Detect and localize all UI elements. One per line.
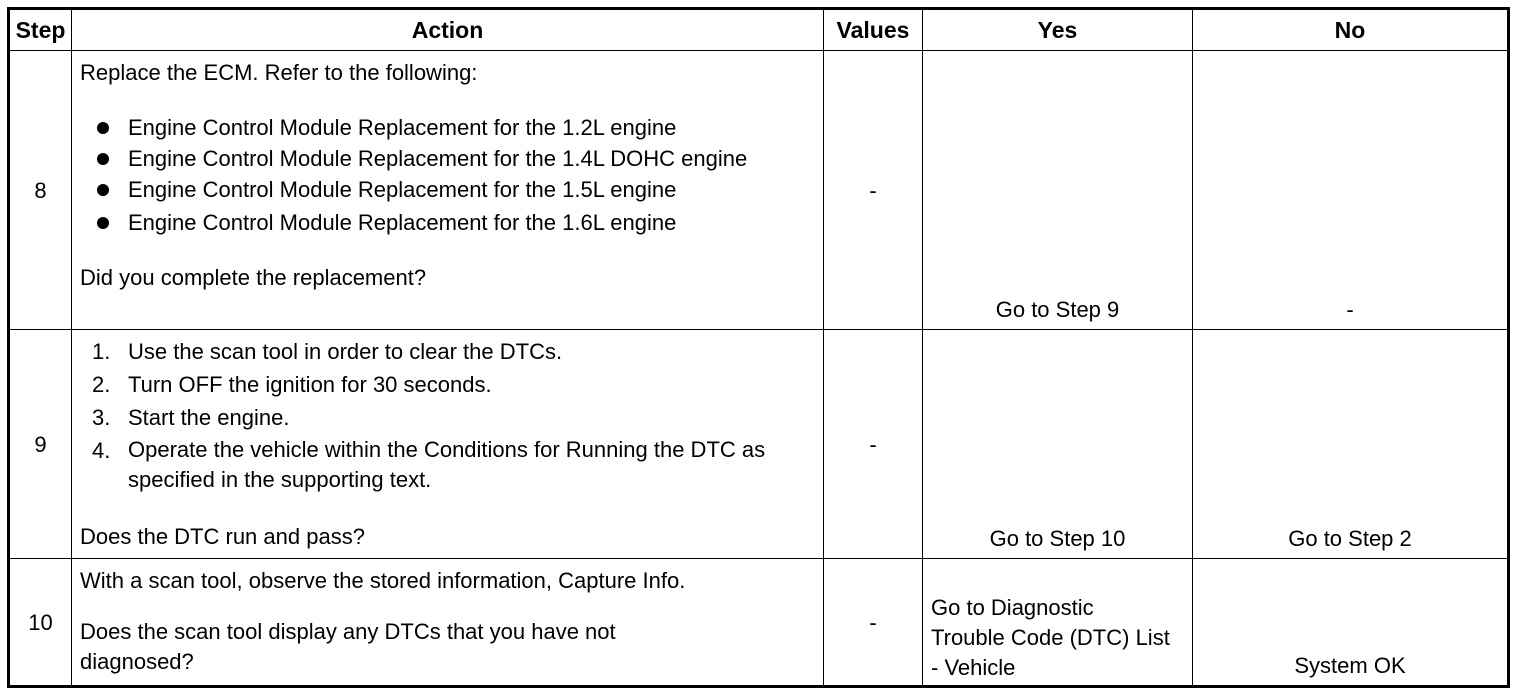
values-cell: - <box>823 50 923 330</box>
bullet-icon <box>97 217 109 229</box>
action-question: Does the DTC run and pass? <box>80 524 365 549</box>
step-number: 8 <box>8 50 72 330</box>
diagnostic-table: Step Action Values Yes No 8 Replace the … <box>7 7 1510 688</box>
action-intro: Replace the ECM. Refer to the following: <box>80 60 478 85</box>
step-number: 9 <box>8 329 72 559</box>
list-item-text: Engine Control Module Replacement for th… <box>128 146 748 171</box>
action-intro: With a scan tool, observe the stored inf… <box>80 568 686 593</box>
yes-text: Go to Diagnostic Trouble Code (DTC) List… <box>931 595 1170 680</box>
header-action: Action <box>71 8 824 51</box>
list-item-number: 4. <box>92 438 111 463</box>
action-cell: Replace the ECM. Refer to the following:… <box>71 50 824 330</box>
table-row: 10 With a scan tool, observe the stored … <box>8 558 1509 687</box>
step-number: 10 <box>8 558 72 687</box>
action-question: Does the scan tool display any DTCs that… <box>80 619 616 674</box>
list-item-text: Engine Control Module Replacement for th… <box>128 115 677 140</box>
numbered-list: 1. Use the scan tool in order to clear th… <box>80 336 815 495</box>
list-item-text: Engine Control Module Replacement for th… <box>128 177 677 202</box>
yes-cell: Go to Step 9 <box>922 50 1193 330</box>
table-row: 9 1. Use the scan tool in order to clear … <box>8 329 1509 559</box>
list-item: Engine Control Module Replacement for th… <box>80 112 815 143</box>
list-item: 2. Turn OFF the ignition for 30 seconds. <box>80 369 815 400</box>
bullet-list: Engine Control Module Replacement for th… <box>80 112 815 238</box>
list-item-text: Start the engine. <box>128 405 290 430</box>
list-item-number: 1. <box>92 339 111 364</box>
action-cell: With a scan tool, observe the stored inf… <box>71 558 824 687</box>
header-row: Step Action Values Yes No <box>8 8 1509 51</box>
header-values: Values <box>823 8 923 51</box>
yes-cell: Go to Step 10 <box>922 329 1193 559</box>
no-cell: - <box>1192 50 1509 330</box>
no-cell: Go to Step 2 <box>1192 329 1509 559</box>
bullet-icon <box>97 153 109 165</box>
yes-cell: Go to Diagnostic Trouble Code (DTC) List… <box>922 558 1193 687</box>
no-cell: System OK <box>1192 558 1509 687</box>
list-item: 4. Operate the vehicle within the Conditi… <box>80 435 815 495</box>
values-cell: - <box>823 329 923 559</box>
list-item: Engine Control Module Replacement for th… <box>80 174 815 205</box>
list-item-text: Turn OFF the ignition for 30 seconds. <box>128 372 492 397</box>
action-cell: 1. Use the scan tool in order to clear th… <box>71 329 824 559</box>
list-item-text: Operate the vehicle within the Condition… <box>128 437 766 492</box>
list-item-number: 2. <box>92 372 111 397</box>
action-question: Did you complete the replacement? <box>80 265 427 290</box>
table-row: 8 Replace the ECM. Refer to the followin… <box>8 50 1509 330</box>
header-yes: Yes <box>922 8 1193 51</box>
list-item: Engine Control Module Replacement for th… <box>80 143 815 174</box>
list-item: 1. Use the scan tool in order to clear th… <box>80 336 815 367</box>
bullet-icon <box>97 122 109 134</box>
bullet-icon <box>97 184 109 196</box>
header-step: Step <box>8 8 72 51</box>
header-no: No <box>1192 8 1509 51</box>
list-item: 3. Start the engine. <box>80 402 815 433</box>
list-item-number: 3. <box>92 405 111 430</box>
values-cell: - <box>823 558 923 687</box>
list-item-text: Engine Control Module Replacement for th… <box>128 210 677 235</box>
list-item-text: Use the scan tool in order to clear the … <box>128 339 563 364</box>
list-item: Engine Control Module Replacement for th… <box>80 207 815 238</box>
